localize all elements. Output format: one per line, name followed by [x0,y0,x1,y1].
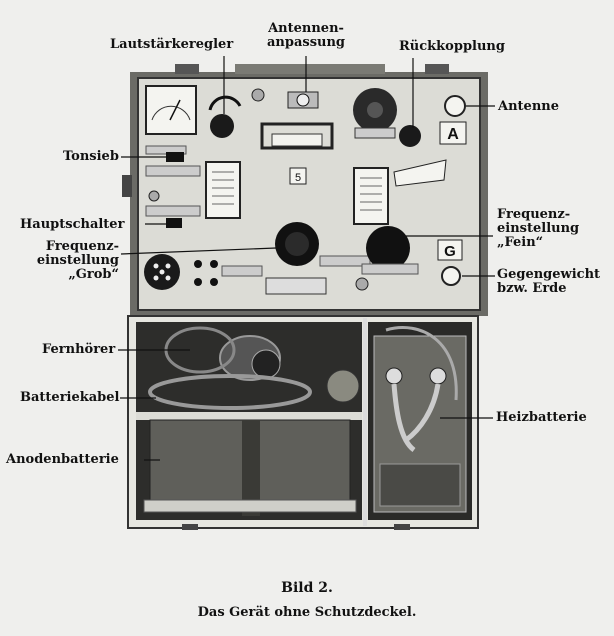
main-switch [166,218,182,228]
label-frequenz-grob: Frequenz- einstellung „Grob“ [36,239,119,282]
fine-scale [393,159,447,187]
caption-title: Bild 2. [281,580,333,596]
label-rueckkopplung: Rückkopplung [399,39,505,54]
type-plate [265,277,327,295]
battery-cable [148,374,312,410]
label-fernhoerer: Fernhörer [42,342,116,357]
handle-top [235,64,385,74]
label-tonsieb: Tonsieb [63,149,119,164]
tonsieb-switch [166,152,184,162]
label-frequenz-fein: Frequenz- einstellung „Fein“ [497,207,580,250]
mark-g: G [444,243,456,260]
scale-window-right [353,167,389,225]
cable-plug [326,369,360,403]
volume-knob [210,114,234,138]
meter-scale [151,105,191,121]
battery-strap [242,420,260,516]
side-clip [122,175,132,197]
leader-lines [118,56,495,461]
mark-g-box [437,239,463,261]
label-heizbatterie: Heizbatterie [496,410,587,425]
panel-handle [260,122,334,150]
label-gegengewicht: Gegengewicht bzw. Erde [497,267,601,296]
label-anodenbatterie: Anodenbatterie [6,452,119,467]
ground-terminal [441,266,461,286]
meter-needle [169,99,181,121]
mark-five: 5 [295,172,301,184]
label-antennenanpassung: Antennen- anpassung [266,21,346,50]
caption-subtitle: Das Gerät ohne Schutzdeckel. [197,605,417,620]
mark-a-box [439,121,467,145]
antenna-terminal [444,95,466,117]
label-hauptschalter: Hauptschalter [20,217,125,232]
label-batteriekabel: Batteriekabel [20,390,120,405]
feedback-knob [399,125,421,147]
hinge-left [175,64,199,74]
meter [145,85,197,135]
scale-window-left [205,161,241,219]
fine-knob [366,226,410,270]
label-lautstaerkeregler: Lautstärkeregler [110,37,234,52]
mark-a: A [447,126,459,143]
label-antenne: Antenne [498,99,559,114]
hinge-right [425,64,449,74]
